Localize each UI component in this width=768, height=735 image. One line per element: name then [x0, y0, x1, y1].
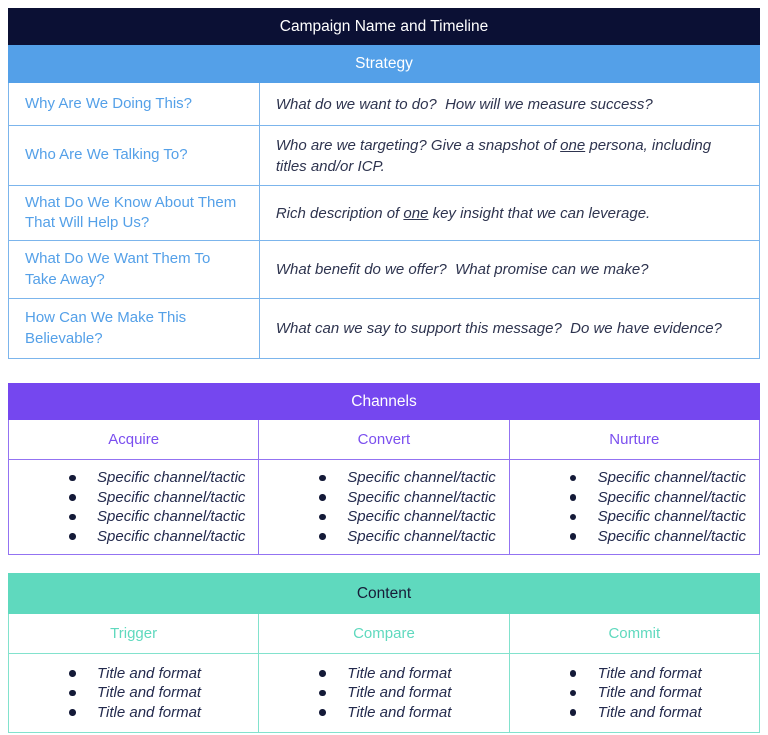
bullet-list: Specific channel/tactic Specific channel… — [259, 468, 508, 546]
strategy-header-row: Strategy — [8, 44, 760, 83]
column-header-nurture: Nurture — [508, 419, 761, 460]
list-item: Title and format — [317, 664, 508, 684]
list-item: Title and format — [568, 664, 759, 684]
list-item: Title and format — [317, 703, 508, 723]
bullet-list: Title and format Title and format Title … — [510, 664, 759, 723]
list-item: Specific channel/tactic — [317, 527, 508, 547]
strategy-question: What Do We Want Them To Take Away? — [8, 240, 260, 299]
content-subheader-row: Trigger Compare Commit — [7, 613, 761, 654]
bullet-list: Specific channel/tactic Specific channel… — [510, 468, 759, 546]
answer-text: key insight that we can leverage. — [428, 204, 651, 222]
list-item: Specific channel/tactic — [67, 507, 258, 527]
answer-underlined-text: one — [403, 204, 429, 222]
section-gap — [8, 359, 760, 383]
strategy-answer: What can we say to support this message?… — [258, 298, 761, 359]
strategy-question: What Do We Know About Them That Will Hel… — [8, 185, 260, 241]
list-item: Title and format — [568, 703, 759, 723]
content-body-row: Title and format Title and format Title … — [7, 653, 761, 733]
list-item: Title and format — [67, 664, 258, 684]
list-item: Specific channel/tactic — [568, 527, 759, 547]
column-header-commit: Commit — [508, 613, 761, 654]
campaign-header-row: Campaign Name and Timeline — [8, 8, 760, 45]
list-item: Specific channel/tactic — [317, 488, 508, 508]
content-section-header: Content — [8, 573, 760, 614]
list-item: Specific channel/tactic — [317, 507, 508, 527]
strategy-answer: What do we want to do? How will we measu… — [258, 82, 761, 126]
answer-text: Rich description of — [275, 204, 404, 222]
strategy-section-header: Strategy — [8, 44, 760, 83]
bullet-list: Title and format Title and format Title … — [9, 664, 258, 723]
campaign-name-header: Campaign Name and Timeline — [8, 8, 760, 45]
column-header-compare: Compare — [258, 613, 510, 654]
commit-content-cell: Title and format Title and format Title … — [508, 653, 761, 733]
list-item: Specific channel/tactic — [67, 527, 258, 547]
list-item: Specific channel/tactic — [67, 468, 258, 488]
answer-text: Who are we targeting? Give a snapshot of — [275, 136, 561, 154]
bullet-list: Specific channel/tactic Specific channel… — [9, 468, 258, 546]
channels-table: Channels Acquire Convert Nurture Specifi… — [7, 383, 761, 555]
list-item: Title and format — [67, 683, 258, 703]
list-item: Specific channel/tactic — [568, 468, 759, 488]
column-header-acquire: Acquire — [7, 419, 260, 460]
channels-subheader-row: Acquire Convert Nurture — [7, 419, 761, 460]
strategy-table: Campaign Name and Timeline Strategy Why … — [8, 8, 761, 359]
strategy-answer: What benefit do we offer? What promise c… — [258, 240, 761, 299]
answer-underlined-text: one — [560, 136, 586, 154]
nurture-tactics-cell: Specific channel/tactic Specific channel… — [508, 459, 761, 555]
channels-section-header: Channels — [8, 383, 760, 420]
column-header-convert: Convert — [258, 419, 510, 460]
answer-text: What do we want to do? How will we measu… — [275, 95, 653, 113]
section-gap — [8, 555, 760, 573]
acquire-tactics-cell: Specific channel/tactic Specific channel… — [7, 459, 260, 555]
list-item: Specific channel/tactic — [317, 468, 508, 488]
channels-body-row: Specific channel/tactic Specific channel… — [7, 459, 761, 555]
content-header-row: Content — [8, 573, 760, 614]
content-table: Content Trigger Compare Commit Title and… — [7, 573, 761, 733]
list-item: Title and format — [568, 683, 759, 703]
strategy-answer: Rich description of one key insight that… — [258, 185, 761, 241]
list-item: Specific channel/tactic — [568, 507, 759, 527]
table-row: What Do We Want Them To Take Away? What … — [8, 240, 761, 299]
strategy-question: How Can We Make This Believable? — [8, 298, 260, 359]
strategy-answer: Who are we targeting? Give a snapshot of… — [258, 125, 761, 186]
bullet-list: Title and format Title and format Title … — [259, 664, 508, 723]
answer-text: What benefit do we offer? What promise c… — [275, 261, 649, 278]
table-row: Why Are We Doing This? What do we want t… — [8, 82, 761, 126]
convert-tactics-cell: Specific channel/tactic Specific channel… — [258, 459, 510, 555]
list-item: Title and format — [67, 703, 258, 723]
table-row: How Can We Make This Believable? What ca… — [8, 298, 761, 359]
table-row: Who Are We Talking To? Who are we target… — [8, 125, 761, 186]
list-item: Title and format — [317, 683, 508, 703]
table-row: What Do We Know About Them That Will Hel… — [8, 185, 761, 241]
compare-content-cell: Title and format Title and format Title … — [258, 653, 510, 733]
strategy-question: Who Are We Talking To? — [8, 125, 260, 186]
column-header-trigger: Trigger — [7, 613, 260, 654]
list-item: Specific channel/tactic — [67, 488, 258, 508]
list-item: Specific channel/tactic — [568, 488, 759, 508]
trigger-content-cell: Title and format Title and format Title … — [7, 653, 260, 733]
answer-text: What can we say to support this message?… — [275, 320, 722, 337]
channels-header-row: Channels — [8, 383, 760, 420]
strategy-question: Why Are We Doing This? — [8, 82, 260, 126]
answer-text: persona, including titles and/or ICP. — [275, 136, 716, 175]
